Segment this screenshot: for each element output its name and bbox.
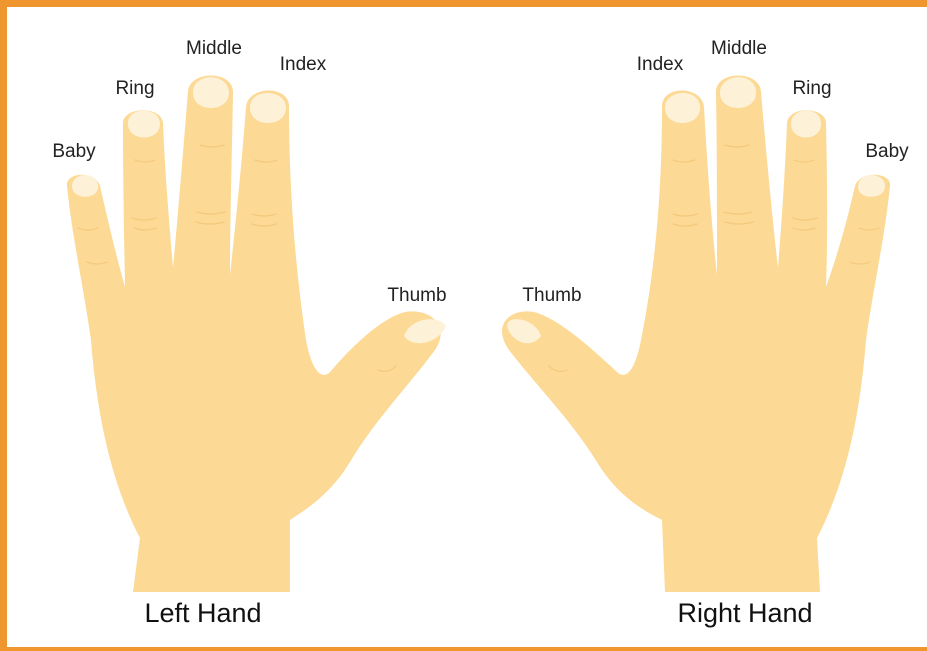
right-hand xyxy=(502,76,890,593)
right-index-label: Index xyxy=(637,54,684,75)
left-index-label: Index xyxy=(280,54,327,75)
left-hand xyxy=(67,76,446,593)
left-baby-nail xyxy=(72,175,98,197)
right-middle-label: Middle xyxy=(711,38,767,59)
right-hand-shape xyxy=(502,76,890,593)
right-baby-nail xyxy=(858,175,885,197)
right-thumb-label: Thumb xyxy=(522,285,581,306)
left-baby-label: Baby xyxy=(52,141,96,162)
left-thumb-label: Thumb xyxy=(387,285,446,306)
left-hand-shape xyxy=(67,76,441,593)
left-ring-label: Ring xyxy=(115,78,154,99)
left-hand-title: Left Hand xyxy=(144,598,261,628)
right-hand-title: Right Hand xyxy=(677,598,812,628)
right-ring-label: Ring xyxy=(792,78,831,99)
left-index-nail xyxy=(250,93,286,123)
left-ring-nail xyxy=(128,111,160,138)
right-baby-label: Baby xyxy=(865,141,909,162)
right-middle-nail xyxy=(720,77,756,108)
right-index-nail xyxy=(665,93,700,123)
left-middle-label: Middle xyxy=(186,38,242,59)
right-ring-nail xyxy=(791,111,821,138)
left-middle-nail xyxy=(193,77,229,108)
